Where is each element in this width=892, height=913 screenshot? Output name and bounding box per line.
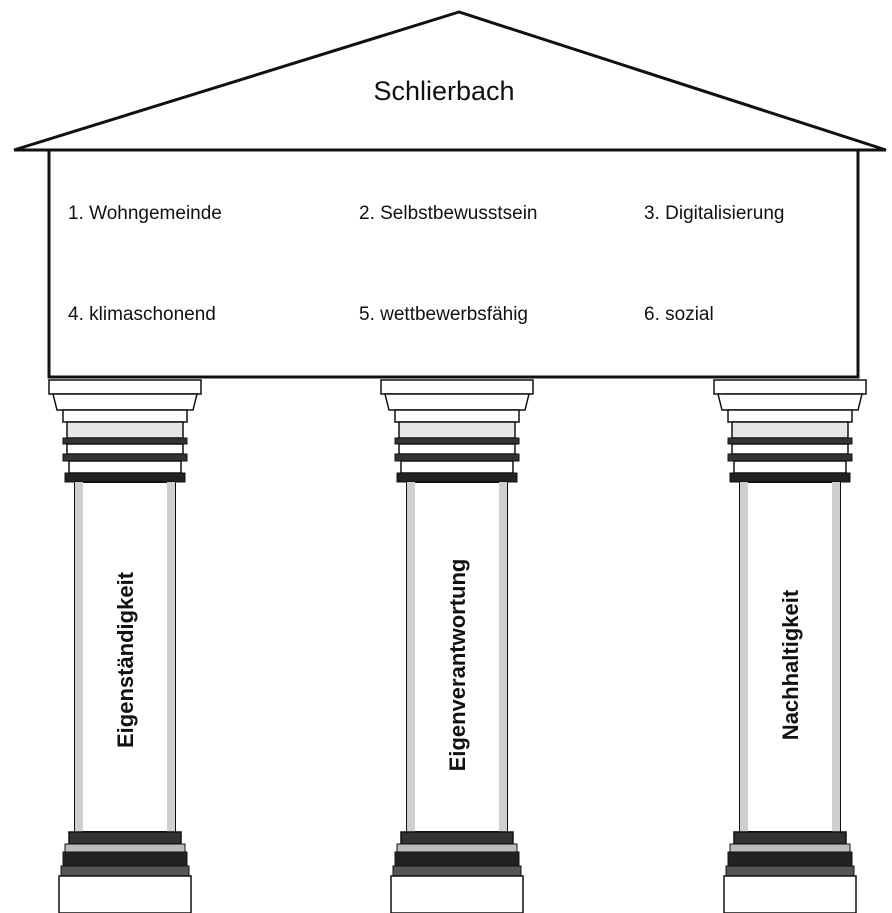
goal-6: 6. sozial (644, 304, 714, 325)
goal-5: 5. wettbewerbsfähig (359, 304, 528, 325)
pillar-label-2: Eigenverantwortung (445, 559, 470, 772)
goal-1: 1. Wohngemeinde (68, 203, 222, 224)
pillar-label-1: Eigenständigkeit (113, 571, 138, 748)
roof: Schlierbach (13, 10, 887, 152)
pillar-1: Eigenständigkeit (48, 379, 202, 913)
capital (48, 379, 202, 395)
goal-3: 3. Digitalisierung (644, 203, 784, 224)
goals-box: 1. Wohngemeinde 2. Selbstbewusstsein 3. … (47, 148, 860, 379)
pillar-2: Eigenverantwortung (380, 379, 534, 913)
roof-title: Schlierbach (373, 76, 514, 106)
pillar-3: Nachhaltigkeit (713, 379, 867, 913)
shaft (406, 481, 508, 833)
pillar-label-3: Nachhaltigkeit (778, 589, 803, 740)
goals-box-frame (47, 148, 860, 379)
base (68, 831, 182, 845)
goal-4: 4. klimaschonend (68, 304, 216, 325)
goal-2: 2. Selbstbewusstsein (359, 203, 538, 224)
